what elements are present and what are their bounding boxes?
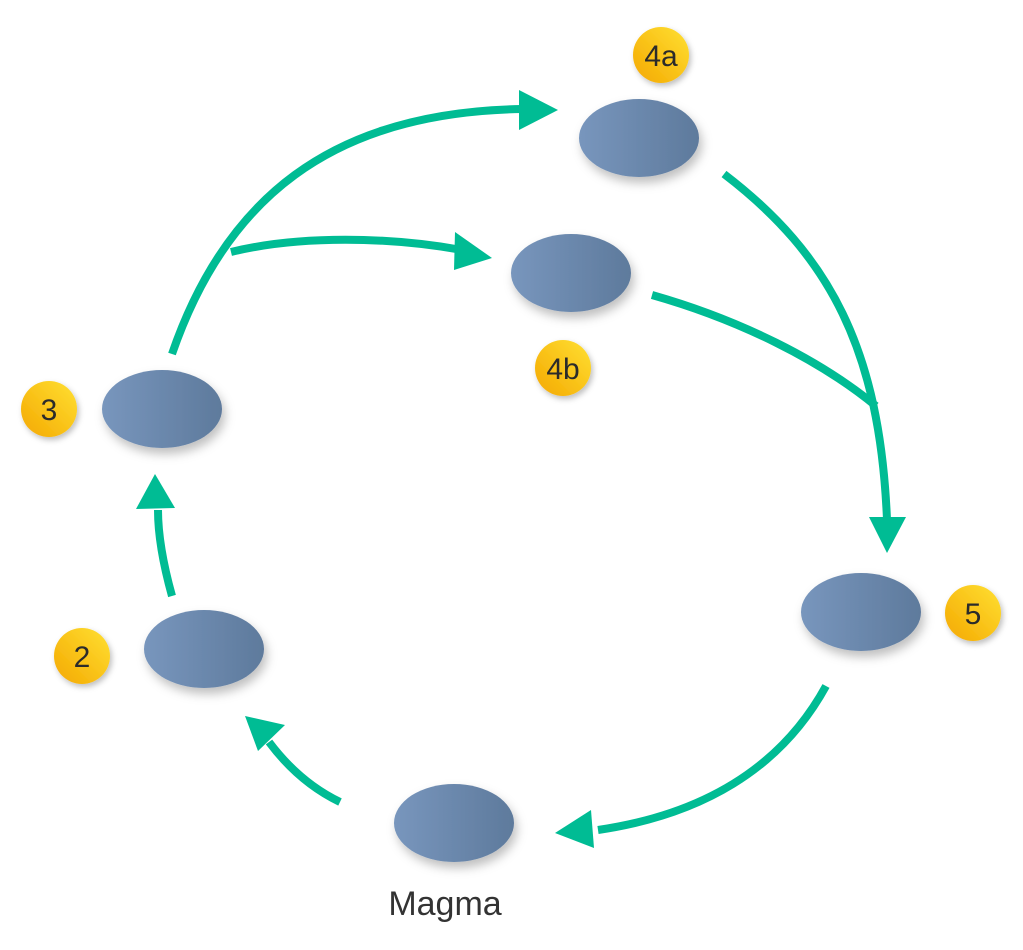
badge-4b-circle <box>535 340 591 396</box>
edges <box>154 105 891 834</box>
node-4b-ellipse[interactable] <box>511 234 631 312</box>
badge-2-text: 2 <box>74 641 91 674</box>
badge-5-text: 5 <box>965 598 982 631</box>
badge-4b: 4b <box>535 340 591 396</box>
arrowheads <box>136 90 906 848</box>
arrow-5-to-magma <box>597 684 830 834</box>
arrowhead-magma <box>555 810 594 848</box>
node-4a-ellipse[interactable] <box>579 99 699 177</box>
arrow-3-to-4b <box>230 235 463 256</box>
badge-4a: 4a <box>633 27 689 83</box>
node-magma-ellipse[interactable] <box>394 784 514 862</box>
arrow-magma-to-2 <box>265 739 342 806</box>
node-5[interactable] <box>801 573 921 651</box>
badge-4b-text: 4b <box>546 353 579 386</box>
node-5-ellipse[interactable] <box>801 573 921 651</box>
arrow-4b-to-5 <box>650 291 879 410</box>
badge-5: 5 <box>945 585 1001 641</box>
badge-2-circle <box>54 628 110 684</box>
arrow-2-to-3 <box>154 509 176 598</box>
badge-4a-circle <box>633 27 689 83</box>
arrowhead-2 <box>245 716 285 751</box>
node-4a[interactable] <box>579 99 699 177</box>
badge-3-circle <box>21 381 77 437</box>
badge-3-text: 3 <box>41 394 58 427</box>
arrowhead-4b <box>454 232 492 270</box>
node-3-ellipse[interactable] <box>102 370 222 448</box>
badge-3: 3 <box>21 381 77 437</box>
arrow-3-to-4a <box>168 105 523 356</box>
node-4b[interactable] <box>511 234 631 312</box>
badge-5-circle <box>945 585 1001 641</box>
node-magma-label: Magma <box>388 885 501 923</box>
arrowhead-4a <box>519 90 558 130</box>
node-2-ellipse[interactable] <box>144 610 264 688</box>
arrowhead-5 <box>869 517 906 553</box>
badge-4a-text: 4a <box>644 40 678 73</box>
badge-2: 2 <box>54 628 110 684</box>
node-2[interactable] <box>144 610 264 688</box>
node-magma[interactable]: Magma <box>388 784 514 923</box>
node-3[interactable] <box>102 370 222 448</box>
arrowhead-3 <box>136 474 175 509</box>
arrow-4a-to-5 <box>721 170 891 521</box>
